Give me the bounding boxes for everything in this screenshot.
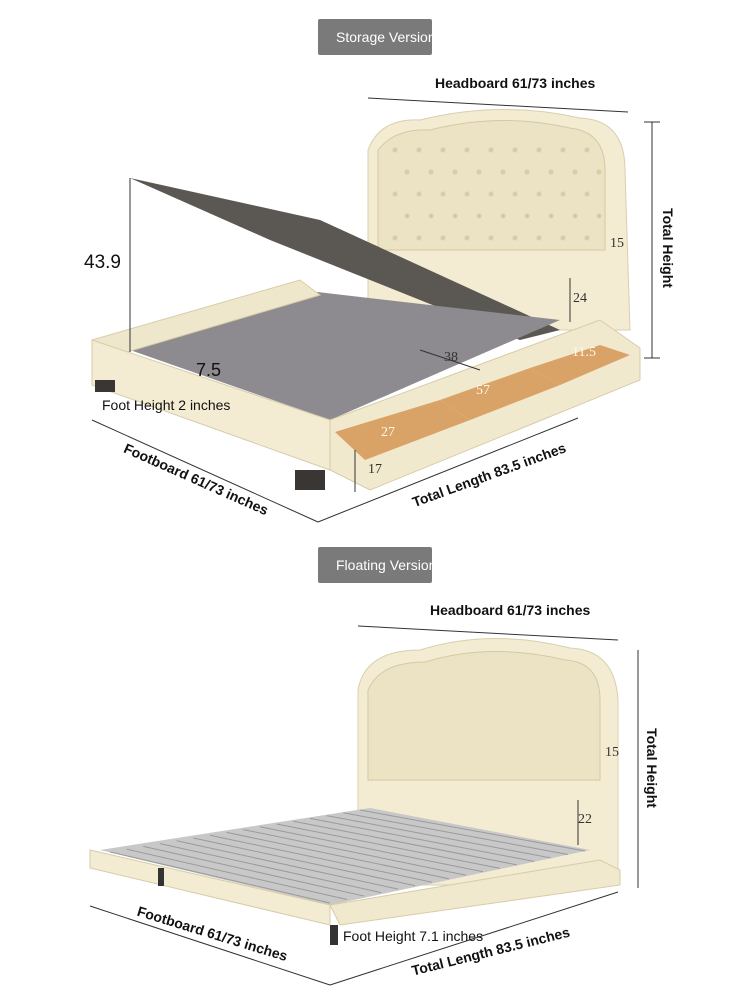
bed-slat bbox=[259, 826, 484, 873]
storage-slat-gap: 7.5 bbox=[196, 360, 222, 380]
storage-version-badge: Storage Version bbox=[318, 19, 432, 55]
floating-headboard-tufted-panel bbox=[367, 651, 601, 781]
tuft-button bbox=[548, 169, 554, 175]
bed-slat bbox=[193, 837, 416, 887]
tuft-button bbox=[536, 235, 542, 241]
tuft-button bbox=[524, 213, 530, 219]
tuft-button bbox=[536, 191, 542, 197]
tuft-button bbox=[440, 191, 446, 197]
storage-dim-57: 57 bbox=[476, 383, 490, 398]
storage-drawer-wood bbox=[440, 368, 560, 420]
tuft-button bbox=[404, 213, 410, 219]
storage-total-height-label: Total Height bbox=[659, 208, 676, 288]
tuft-button bbox=[404, 169, 410, 175]
floating-total-height-label: Total Height bbox=[643, 728, 660, 808]
tuft-button bbox=[488, 147, 494, 153]
bed-slat bbox=[309, 817, 535, 862]
storage-dim-11-5: 11.5 bbox=[572, 345, 596, 360]
tuft-button bbox=[512, 147, 518, 153]
floating-bed-illustration bbox=[89, 625, 639, 986]
tuft-button bbox=[440, 147, 446, 153]
tuft-button bbox=[584, 191, 590, 197]
tuft-button bbox=[488, 235, 494, 241]
tuft-button bbox=[452, 169, 458, 175]
tuft-button bbox=[524, 169, 530, 175]
floating-dim-22: 22 bbox=[578, 812, 592, 827]
tuft-button bbox=[392, 147, 398, 153]
tuft-button bbox=[560, 235, 566, 241]
bed-slat bbox=[143, 845, 365, 897]
tuft-button bbox=[512, 191, 518, 197]
tuft-button bbox=[416, 147, 422, 153]
storage-dimension-lines bbox=[91, 97, 660, 523]
tuft-button bbox=[584, 147, 590, 153]
storage-dim-27: 27 bbox=[381, 425, 395, 440]
tuft-button bbox=[464, 147, 470, 153]
floating-dimension-lines bbox=[89, 625, 639, 986]
floating-foot-height-label: Foot Height 7.1 inches bbox=[343, 928, 484, 944]
bed-slat bbox=[109, 851, 331, 904]
bed-slat bbox=[226, 831, 450, 880]
tuft-button bbox=[416, 191, 422, 197]
tuft-button bbox=[452, 213, 458, 219]
storage-height-value: 43.9 bbox=[84, 252, 121, 273]
bed-slat bbox=[276, 823, 501, 869]
bed-slat bbox=[343, 812, 569, 855]
storage-bed-illustration bbox=[91, 97, 660, 523]
storage-headboard-label: Headboard 61/73 inches bbox=[435, 75, 596, 91]
floating-slats bbox=[100, 808, 590, 905]
tuft-button bbox=[596, 169, 602, 175]
storage-foot-height-label: Foot Height 2 inches bbox=[102, 397, 231, 413]
storage-drawer-wood bbox=[530, 345, 630, 385]
tuft-button bbox=[476, 169, 482, 175]
tuft-button bbox=[464, 235, 470, 241]
tuft-button bbox=[572, 169, 578, 175]
tuft-button bbox=[440, 235, 446, 241]
tuft-button bbox=[560, 147, 566, 153]
bed-slat bbox=[293, 820, 518, 866]
tuft-button bbox=[392, 191, 398, 197]
tuft-button bbox=[596, 213, 602, 219]
bed-slat bbox=[176, 840, 399, 890]
bed-slat bbox=[359, 809, 586, 852]
tuft-button bbox=[428, 169, 434, 175]
floating-leg bbox=[158, 868, 164, 886]
tuft-button bbox=[416, 235, 422, 241]
storage-drawer-wood bbox=[335, 400, 470, 460]
tuft-button bbox=[572, 213, 578, 219]
tuft-button bbox=[548, 213, 554, 219]
storage-dim-15: 15 bbox=[610, 236, 624, 251]
floating-dim-15: 15 bbox=[605, 745, 619, 760]
storage-foot bbox=[295, 470, 325, 490]
floating-version-badge: Floating Version bbox=[318, 547, 432, 583]
tuft-button bbox=[560, 191, 566, 197]
tuft-button bbox=[476, 213, 482, 219]
storage-base-inner bbox=[130, 290, 560, 420]
storage-dim-24: 24 bbox=[573, 291, 587, 306]
tuft-button bbox=[428, 213, 434, 219]
bed-slat bbox=[326, 815, 552, 859]
bed-slat bbox=[159, 843, 382, 894]
tuft-button bbox=[464, 191, 470, 197]
storage-headboard-tufted-panel bbox=[377, 120, 606, 251]
tuft-button bbox=[584, 235, 590, 241]
bed-slat bbox=[243, 829, 467, 876]
tuft-button bbox=[392, 235, 398, 241]
storage-lifted-slat-platform bbox=[130, 178, 560, 340]
floating-headboard-label: Headboard 61/73 inches bbox=[430, 602, 591, 618]
tuft-button bbox=[488, 191, 494, 197]
tuft-button bbox=[536, 147, 542, 153]
bed-slat bbox=[126, 848, 348, 901]
floating-leg bbox=[330, 925, 338, 945]
storage-dim-17: 17 bbox=[368, 462, 382, 477]
bed-slat bbox=[209, 834, 433, 883]
tuft-button bbox=[512, 235, 518, 241]
floating-side-frame bbox=[329, 859, 621, 926]
storage-dim-38: 38 bbox=[444, 350, 458, 365]
tuft-button bbox=[500, 169, 506, 175]
storage-foot bbox=[95, 380, 115, 392]
tuft-button bbox=[500, 213, 506, 219]
